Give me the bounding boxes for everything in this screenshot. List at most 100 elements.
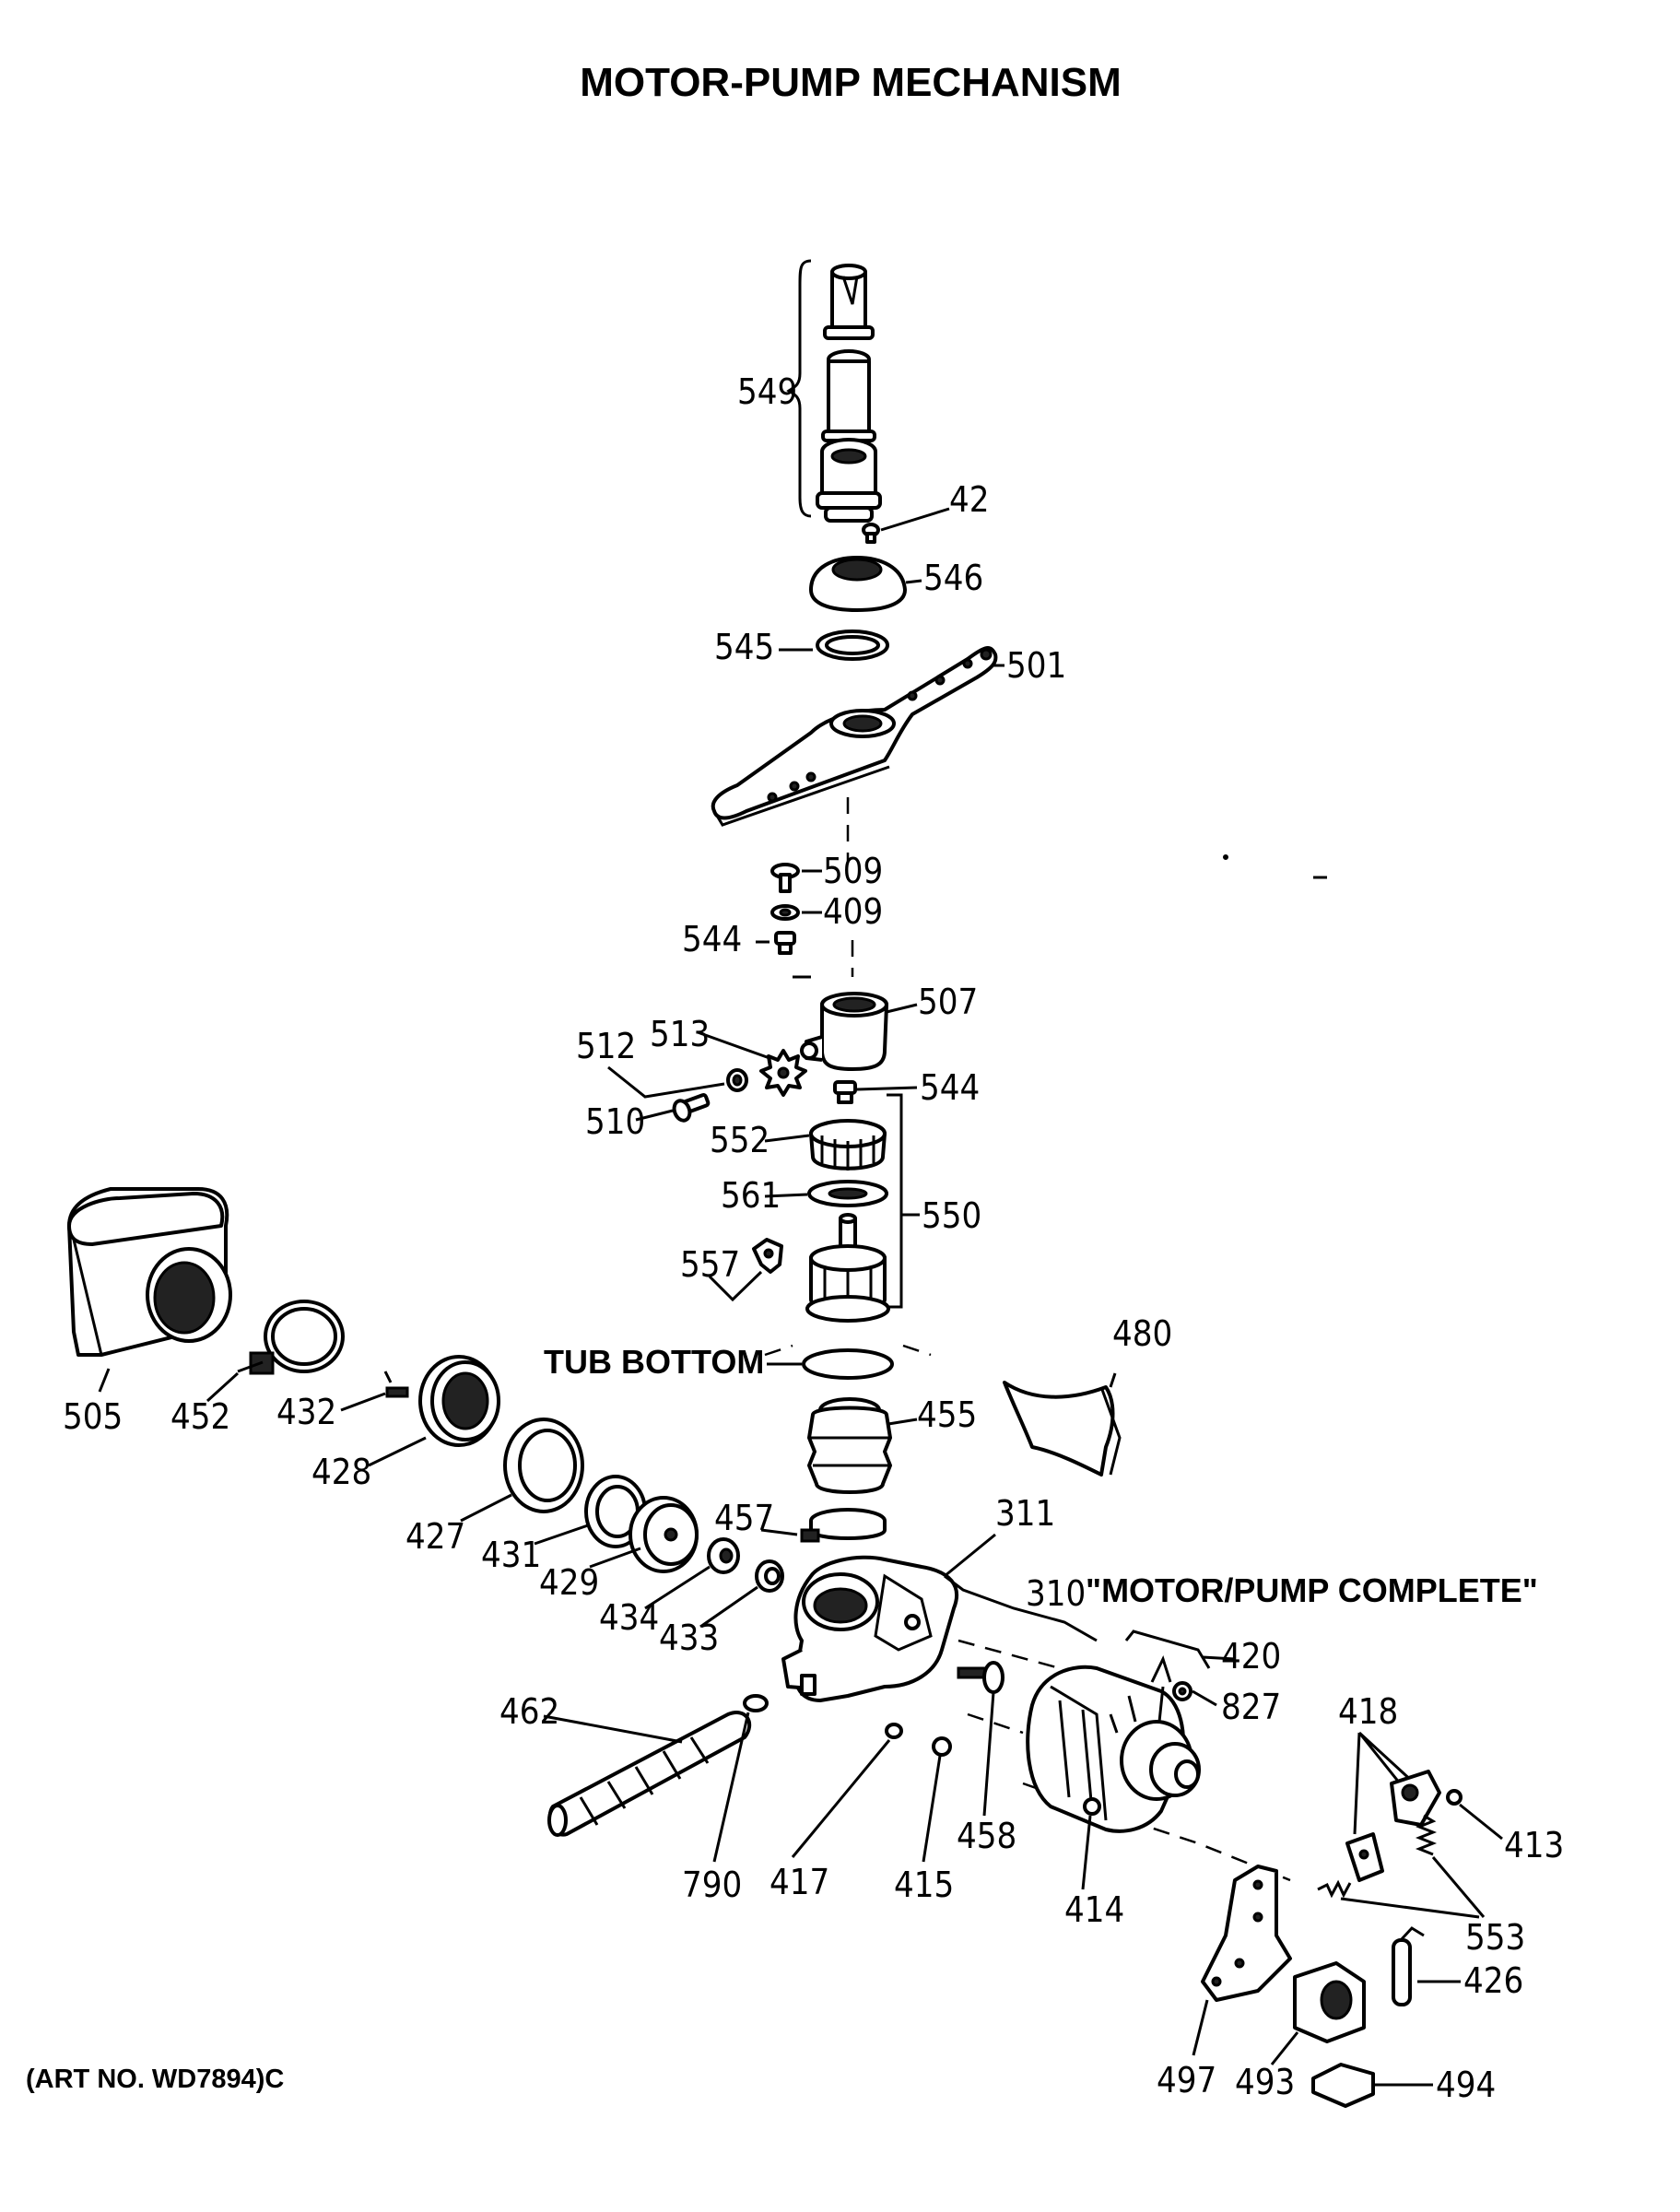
tub-bottom-gasket xyxy=(764,1344,932,1380)
label-409: 409 xyxy=(823,891,883,932)
part-501-spray-arm xyxy=(711,646,1004,827)
part-458-bolt xyxy=(957,1661,1004,1817)
label-455: 455 xyxy=(917,1394,977,1435)
part-497-bracket xyxy=(1192,1865,1292,2056)
label-480: 480 xyxy=(1112,1313,1172,1354)
label-505: 505 xyxy=(63,1396,123,1437)
part-311-pump-body xyxy=(781,1555,959,1702)
part-510-bolt xyxy=(635,1093,711,1123)
label-462: 462 xyxy=(499,1691,559,1732)
label-415: 415 xyxy=(894,1865,954,1905)
part-549-spray-tube xyxy=(786,259,882,523)
label-458: 458 xyxy=(957,1816,1016,1856)
part-409-washer xyxy=(770,904,822,921)
part-434-nut xyxy=(644,1537,740,1610)
label-549: 549 xyxy=(737,371,797,412)
part-790-clip xyxy=(712,1694,769,1863)
label-431: 431 xyxy=(481,1535,541,1575)
label-426: 426 xyxy=(1463,1960,1523,2001)
label-428: 428 xyxy=(311,1452,371,1492)
label-310: 310 xyxy=(1026,1573,1086,1614)
part-457-clamp xyxy=(760,1508,887,1543)
part-550-impeller-assembly xyxy=(805,1093,920,1323)
leader-311 xyxy=(944,1533,996,1578)
label-510: 510 xyxy=(585,1101,645,1142)
label-493: 493 xyxy=(1235,2062,1295,2102)
part-415-nut xyxy=(922,1736,952,1863)
label-546: 546 xyxy=(923,558,983,598)
label-434: 434 xyxy=(599,1597,659,1638)
part-42-screw xyxy=(862,507,950,544)
part-480-guard xyxy=(1003,1372,1122,1477)
label-432: 432 xyxy=(276,1392,336,1432)
label-561: 561 xyxy=(721,1175,781,1216)
part-561-disk xyxy=(764,1180,888,1207)
label-544-upper: 544 xyxy=(682,919,742,959)
part-507-housing xyxy=(800,992,918,1071)
part-429-impeller xyxy=(589,1496,699,1573)
label-42: 42 xyxy=(949,479,990,520)
part-428-filter xyxy=(368,1355,500,1467)
label-557: 557 xyxy=(680,1244,740,1285)
label-512: 512 xyxy=(576,1026,636,1066)
label-790: 790 xyxy=(682,1865,742,1905)
label-513: 513 xyxy=(650,1014,710,1054)
part-512-washer xyxy=(607,1065,748,1099)
label-433: 433 xyxy=(659,1618,719,1658)
label-552: 552 xyxy=(710,1120,770,1160)
part-417-washer xyxy=(791,1723,903,1858)
label-494: 494 xyxy=(1436,2065,1496,2105)
label-497: 497 xyxy=(1157,2060,1216,2100)
label-545: 545 xyxy=(714,627,774,667)
part-509-screw xyxy=(770,863,822,893)
label-414: 414 xyxy=(1064,1889,1124,1930)
diagram-title: MOTOR-PUMP MECHANISM xyxy=(580,60,1122,105)
label-827: 827 xyxy=(1221,1687,1281,1727)
part-827-screw xyxy=(1172,1681,1217,1707)
part-546-cap xyxy=(809,556,922,612)
part-513-gear xyxy=(697,1030,807,1097)
part-414-screw xyxy=(1081,1797,1101,1890)
part-557-clip xyxy=(708,1238,783,1302)
part-426-plunger xyxy=(1392,1926,1461,2006)
label-452: 452 xyxy=(170,1396,230,1437)
part-433-bushing xyxy=(699,1559,784,1629)
stray-mark xyxy=(1223,854,1228,860)
part-420-wire xyxy=(1124,1630,1236,1669)
part-505-duct xyxy=(67,1187,232,1393)
motor-pump-complete-note: "MOTOR/PUMP COMPLETE" xyxy=(1086,1571,1538,1609)
part-418-switch xyxy=(1345,1770,1441,1882)
label-457: 457 xyxy=(714,1498,774,1538)
part-553-springs xyxy=(1317,1814,1486,1919)
label-507: 507 xyxy=(918,982,978,1022)
label-501: 501 xyxy=(1006,645,1066,686)
label-311: 311 xyxy=(995,1493,1055,1534)
bracket-310 xyxy=(944,1574,1098,1642)
tub-bottom-note: TUB BOTTOM xyxy=(544,1343,764,1381)
part-462-worm-shaft xyxy=(543,1711,752,1837)
label-429: 429 xyxy=(539,1562,599,1603)
part-452-clamp xyxy=(206,1300,345,1403)
art-number: (ART NO. WD7894)C xyxy=(26,2065,284,2094)
label-544-lower: 544 xyxy=(920,1067,980,1108)
part-413-clip xyxy=(1446,1789,1503,1841)
label-418: 418 xyxy=(1338,1691,1398,1732)
label-427: 427 xyxy=(405,1516,465,1557)
part-544-lower-nut xyxy=(833,1080,918,1104)
part-493-solenoid xyxy=(1270,1961,1366,2065)
part-494-cap xyxy=(1311,2063,1433,2108)
part-545-ring xyxy=(779,629,889,661)
part-552-toothed-ring xyxy=(764,1119,887,1171)
label-417: 417 xyxy=(770,1862,829,1902)
part-427-ring xyxy=(460,1418,584,1523)
motor xyxy=(1026,1654,1201,1833)
label-550: 550 xyxy=(922,1195,981,1236)
label-420: 420 xyxy=(1221,1636,1281,1677)
part-455-bellows xyxy=(807,1397,918,1494)
label-553: 553 xyxy=(1465,1917,1525,1958)
part-432-pin xyxy=(340,1371,409,1412)
part-544-upper-nut xyxy=(756,931,796,955)
label-509: 509 xyxy=(823,851,883,891)
assembly-dashed-line xyxy=(957,1639,1291,1882)
